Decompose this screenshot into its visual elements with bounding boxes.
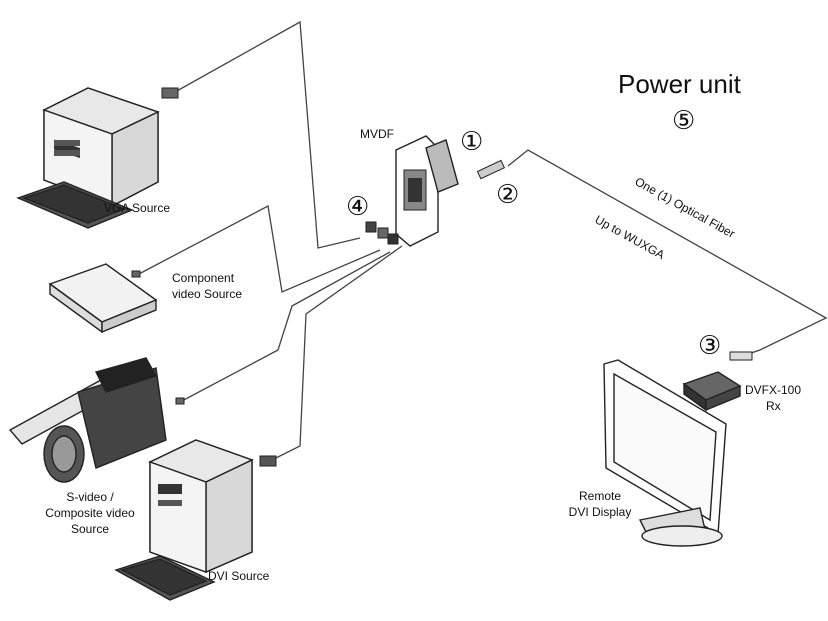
dvi-cable (267, 245, 403, 463)
camcorder (8, 357, 185, 483)
dvfx-label-line2: Rx (766, 399, 781, 413)
dvfx-label-line1: DVFX-100 (745, 383, 801, 397)
power-unit-label: Power unit (618, 69, 742, 99)
callout-3: ③ (698, 331, 721, 361)
mvdf-input-plugs (365, 221, 399, 245)
dvi-source-computer (114, 439, 277, 601)
mvdf-wall-plate (395, 135, 459, 247)
dvfx-receiver (682, 351, 753, 412)
component-cable (136, 205, 381, 293)
remote-label-line2: DVI Display (569, 505, 632, 519)
component-video-device (48, 263, 158, 334)
callout-5: ⑤ (672, 106, 695, 136)
svideo-label-line1: S-video / (66, 490, 114, 504)
vga-cable (174, 20, 361, 249)
svideo-label-line3: Source (71, 522, 109, 536)
component-label-line1: Component (172, 271, 235, 285)
remote-label-line1: Remote (579, 489, 621, 503)
svideo-label-line2: Composite video (45, 506, 135, 520)
fiber-label-line1: One (1) Optical Fiber (633, 174, 738, 241)
svideo-cable (179, 251, 391, 403)
dvi-source-label: DVI Source (208, 569, 270, 583)
vga-source-label: VGA Source (104, 201, 170, 215)
callout-4: ④ (346, 192, 369, 222)
fiber-connector (476, 159, 506, 180)
component-label-line2: video Source (172, 287, 242, 301)
vga-source-computer (16, 87, 179, 229)
mvdf-label: MVDF (360, 127, 394, 141)
remote-dvi-monitor (603, 359, 727, 547)
cables (136, 20, 828, 463)
callout-1: ① (460, 127, 483, 157)
fiber-label-line2: Up to WUXGA (593, 212, 667, 262)
callout-2: ② (496, 180, 519, 210)
optical-fiber-cable (507, 149, 828, 356)
